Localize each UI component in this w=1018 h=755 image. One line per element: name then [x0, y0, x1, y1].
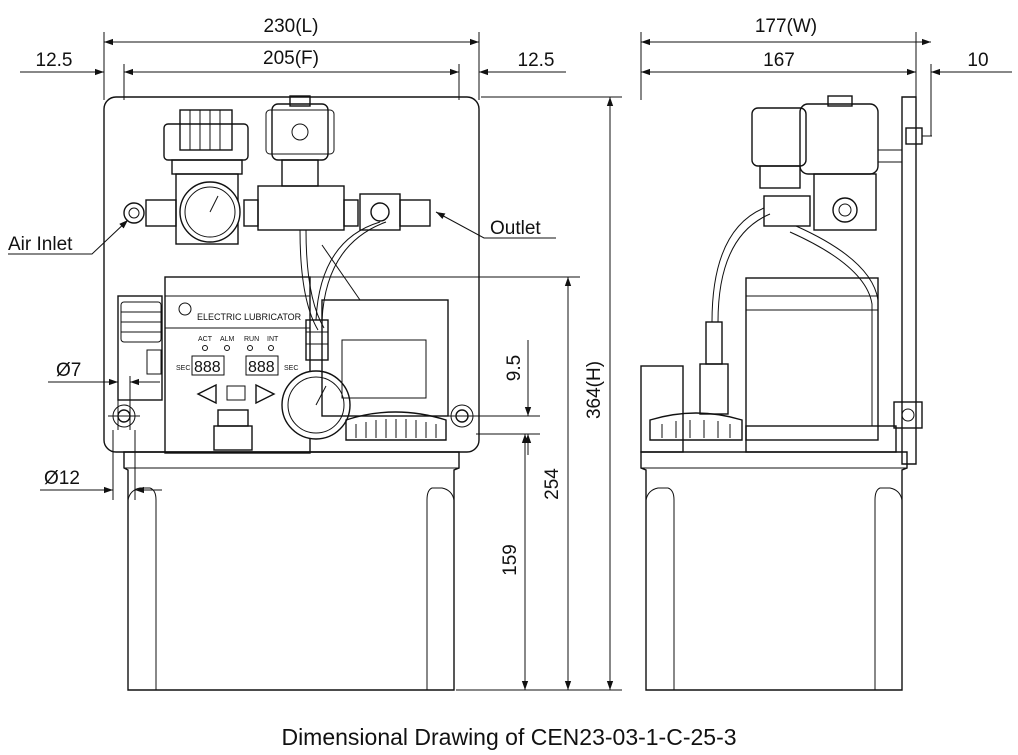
front-view: ELECTRIC LUBRICATOR ACT ALM RUN INT SEC …: [103, 95, 480, 691]
drawing-caption: Dimensional Drawing of CEN23-03-1-C-25-3: [281, 724, 736, 750]
brand-logo-icon: [178, 302, 192, 316]
side-bracket: [901, 96, 917, 465]
dim-tank-height: 159: [500, 544, 521, 576]
side-view: [640, 95, 932, 691]
panel-title: ELECTRIC LUBRICATOR: [197, 312, 302, 322]
dim-height: 364(H): [584, 361, 605, 419]
indicator-int: INT: [267, 336, 279, 343]
indicator-act: ACT: [198, 336, 213, 343]
dim-bracket: 10: [967, 50, 988, 71]
dim-width: 177(W): [755, 16, 817, 37]
dim-front: 205(F): [263, 48, 319, 69]
sec-label-right: SEC: [284, 365, 298, 372]
dim-hole-small: Ø7: [56, 360, 81, 381]
indicator-run: RUN: [244, 336, 259, 343]
air-inlet-port: [123, 202, 145, 224]
dim-depth: 167: [763, 50, 795, 71]
dim-length: 230(L): [264, 16, 319, 37]
dim-hole-large: Ø12: [44, 468, 80, 489]
digits-left: 888: [194, 359, 221, 376]
front-tank: [123, 451, 460, 691]
arrow-right-icon: [255, 383, 276, 405]
indicator-alm: ALM: [220, 336, 235, 343]
side-tank: [640, 451, 908, 691]
dim-gap: 9.5: [504, 355, 525, 381]
digits-right: 888: [248, 359, 275, 376]
arrow-left-icon: [196, 383, 217, 405]
sec-label-left: SEC: [176, 365, 190, 372]
dim-upper-height: 254: [542, 468, 563, 500]
dim-margin-left: 12.5: [36, 50, 73, 71]
control-panel: [164, 276, 311, 454]
label-air-inlet: Air Inlet: [8, 234, 73, 255]
dim-margin-right: 12.5: [518, 50, 555, 71]
dimension-lines: [8, 32, 1012, 691]
label-outlet: Outlet: [490, 218, 541, 239]
